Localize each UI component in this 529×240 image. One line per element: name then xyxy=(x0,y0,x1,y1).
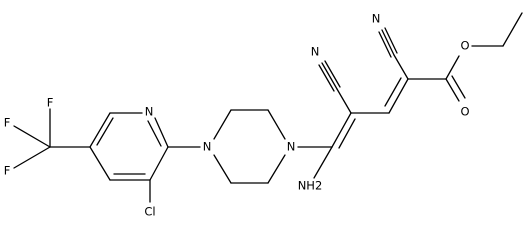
bond-lines xyxy=(13,12,523,203)
bond-c5-c4 xyxy=(331,112,352,148)
bond-pip-3 xyxy=(267,109,286,140)
bond-c4-cn-triple-c xyxy=(318,64,335,92)
atom-label-f1: F xyxy=(4,116,11,130)
bond-pip-4 xyxy=(267,154,286,184)
atom-label-carbonyl-o: O xyxy=(460,105,469,119)
bond-ring-c5-c6-inner xyxy=(96,117,114,146)
atom-labels: F F F N Cl N N NH2 N N O O xyxy=(4,12,470,219)
bond-pip-6 xyxy=(213,154,232,184)
atom-label-pip-n1: N xyxy=(203,140,212,154)
bond-c4-cn xyxy=(336,88,352,114)
bond-f2-cf3 xyxy=(13,146,51,169)
bond-c2-cn-triple-b xyxy=(384,27,398,54)
bond-c2-cn-triple-a xyxy=(381,29,395,56)
atom-label-cn1-n: N xyxy=(311,45,320,59)
bond-c1-o-double-a xyxy=(445,78,460,102)
atom-label-cn2-n: N xyxy=(372,12,381,26)
atom-label-ring-n: N xyxy=(145,105,154,119)
atom-label-ester-o: O xyxy=(460,39,469,53)
bond-ring-c5-c6 xyxy=(89,112,111,148)
bond-ring-n-c2 xyxy=(154,117,169,148)
bond-c3-c2 xyxy=(388,78,409,114)
atom-label-f2: F xyxy=(4,164,11,178)
bond-ring-c2-c3 xyxy=(149,146,169,181)
bond-ch2-ch3 xyxy=(502,12,523,47)
bond-c1-o-double-b xyxy=(451,75,466,99)
bond-c4-cn-triple-a xyxy=(321,62,338,90)
molecule-structure-diagram: F F F N Cl N N NH2 N N O O xyxy=(4,12,523,219)
atom-label-nh2: NH2 xyxy=(298,179,323,193)
bond-c2-cn xyxy=(393,54,409,80)
bond-c5-nh2 xyxy=(313,146,333,179)
bond-c4-cn-triple-b xyxy=(324,60,341,88)
bond-pip-1 xyxy=(213,109,232,140)
bond-c3-c2-inner xyxy=(384,77,402,107)
bond-f1-cf3 xyxy=(13,125,51,148)
bond-c2-cn-triple-c xyxy=(378,31,392,58)
atom-label-f3: F xyxy=(47,96,54,110)
bond-ring-n-c2-inner xyxy=(147,120,162,147)
atom-label-pip-n2: N xyxy=(287,140,296,154)
bond-ring-c4-c5 xyxy=(89,146,111,181)
bond-c5-c4-inner xyxy=(338,118,356,149)
atom-label-cl: Cl xyxy=(144,205,155,219)
bond-c1-o-ester xyxy=(445,55,460,80)
